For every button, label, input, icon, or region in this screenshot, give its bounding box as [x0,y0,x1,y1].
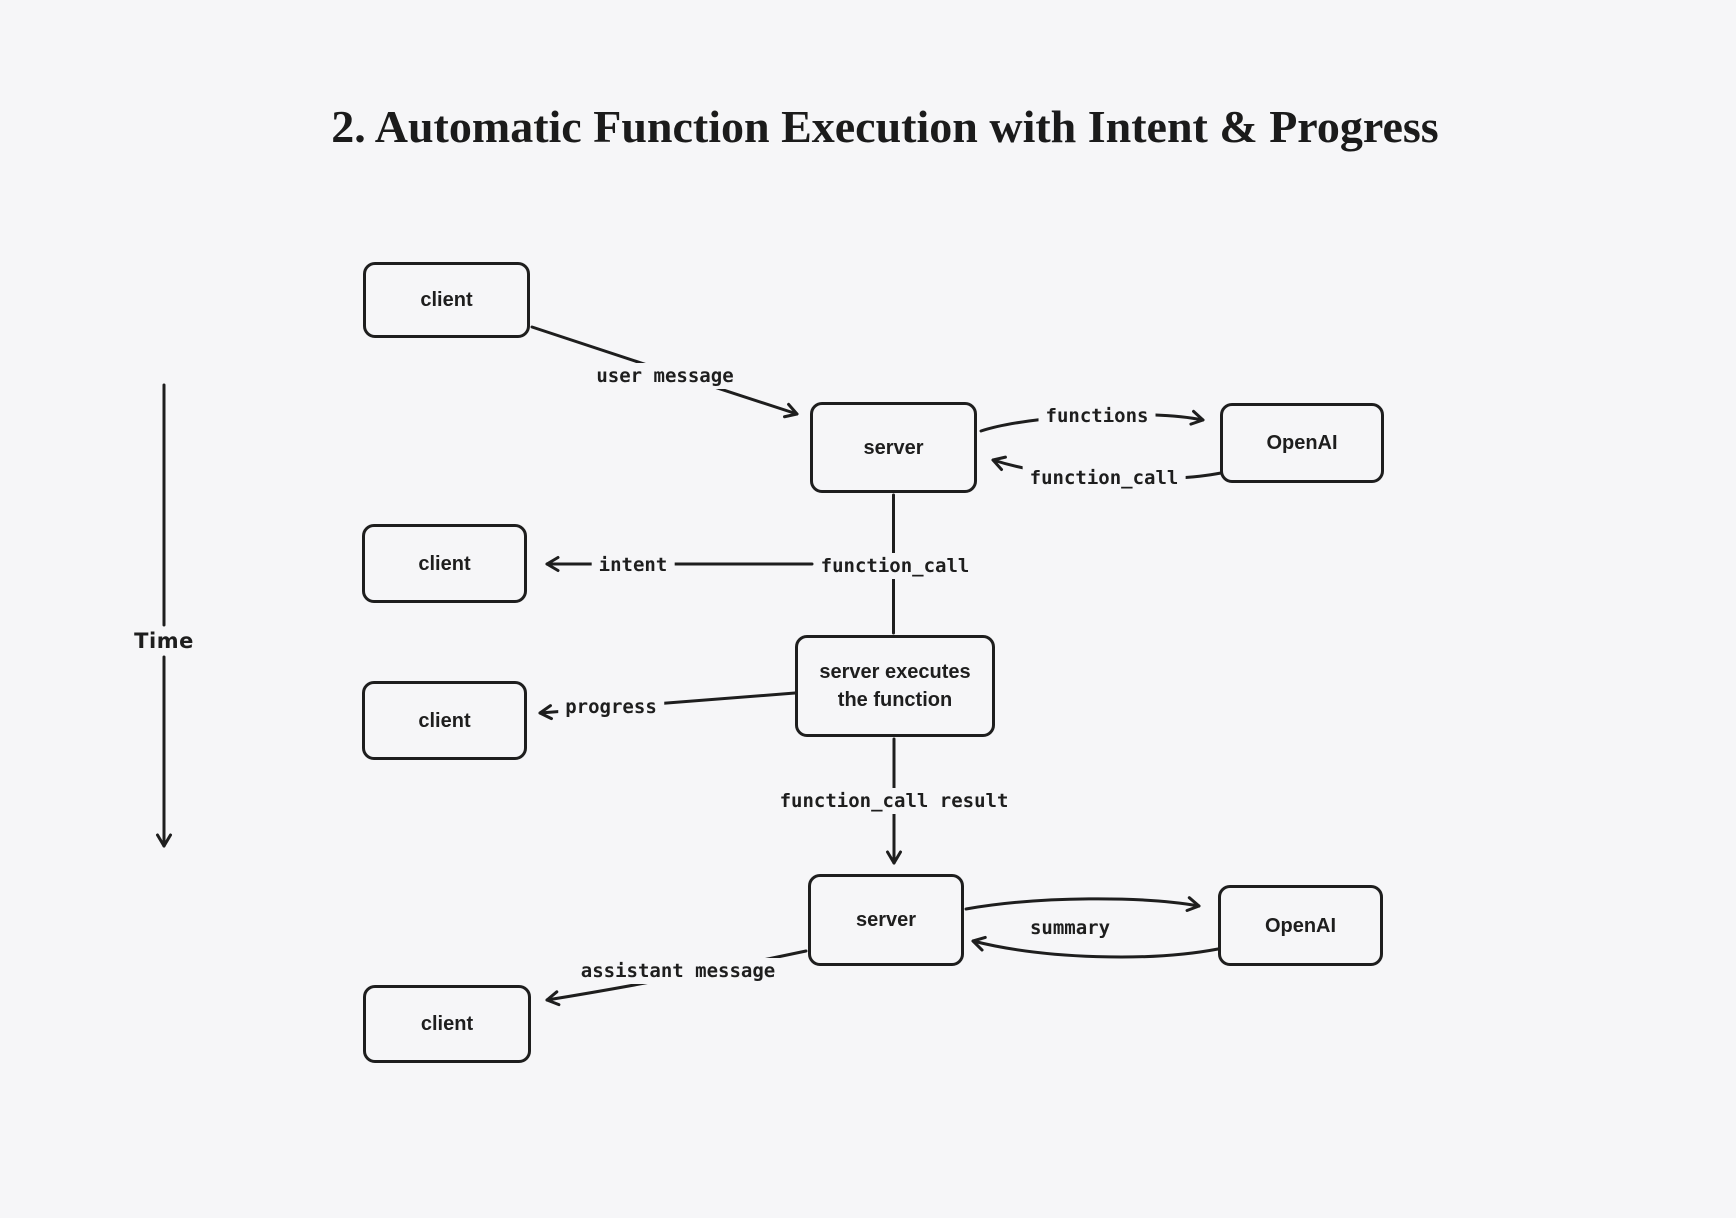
edge-label-function-call-down: function_call [813,553,977,579]
edge-label-assistant-message: assistant message [573,958,783,984]
edge-label-function-call-result: function_call result [772,788,1016,814]
node-server-executes: server executes the function [795,635,995,737]
node-label: client [418,552,471,575]
edge-label-function-call-return: function_call [1022,465,1186,491]
time-axis-label: Time [130,627,198,655]
node-label: OpenAI [1264,914,1337,937]
edge-label-progress: progress [558,694,664,720]
node-client-3: client [362,681,527,760]
summary-top-arrow [964,896,1201,913]
node-label: server [863,436,924,459]
node-label: client [418,709,471,732]
node-client-2: client [362,524,527,603]
edge-label-functions: functions [1038,403,1156,429]
edge-label-summary: summary [1022,915,1118,941]
node-openai-1: OpenAI [1220,403,1384,483]
edge-label-user-message: user message [589,363,741,389]
node-client-1: client [363,262,530,338]
node-client-4: client [363,985,531,1063]
node-openai-2: OpenAI [1218,885,1383,966]
edge-label-intent: intent [591,552,675,578]
diagram-title: 2. Automatic Function Execution with Int… [331,101,1439,152]
node-label: OpenAI [1266,432,1338,454]
node-server-1: server [810,402,977,493]
node-label: client [420,289,473,311]
node-server-2: server [808,874,964,966]
summary-bottom-arrow [971,935,1220,959]
node-label: server [855,909,917,931]
node-label: client [420,1013,474,1035]
node-label: server executes the function [819,661,971,711]
